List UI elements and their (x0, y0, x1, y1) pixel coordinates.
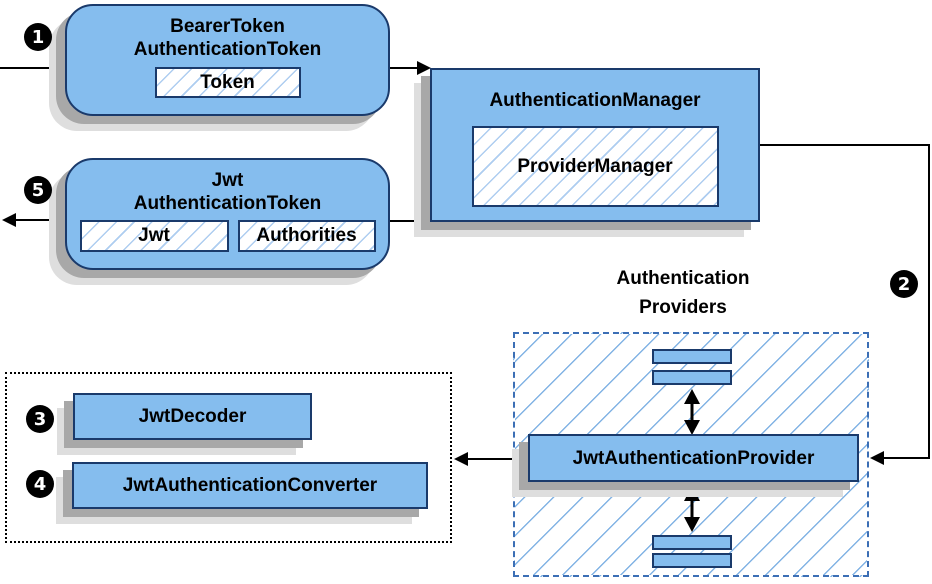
double-arrow-provider-top (684, 389, 700, 435)
provider-manager-field: ProviderManager (471, 126, 719, 207)
jwt-authentication-provider-box: JwtAuthenticationProvider (528, 434, 859, 482)
step-2-badge: 2 (890, 270, 918, 298)
bearer-token-authentication-token-box: BearerToken AuthenticationToken Token (65, 4, 390, 116)
jwt-decoder-title: JwtDecoder (138, 406, 247, 427)
step-5-badge: 5 (24, 176, 52, 204)
authorities-field: Authorities (237, 220, 376, 252)
bearer-token-title: BearerToken AuthenticationToken (133, 16, 322, 60)
token-field: Token (154, 67, 301, 98)
authentication-providers-label: Authentication Providers (616, 268, 750, 318)
jwt-decoder-box: JwtDecoder (73, 393, 312, 440)
jwt-authentication-converter-box: JwtAuthenticationConverter (72, 462, 428, 509)
arrow-provider-to-converter-group (454, 452, 515, 466)
step-1-badge: 1 (24, 23, 52, 51)
jwt-authentication-token-box: Jwt AuthenticationToken Jwt Authorities (65, 158, 390, 270)
provider-stack-bar (652, 553, 732, 568)
step-3-badge: 3 (26, 405, 54, 433)
step-4-badge: 4 (26, 470, 54, 498)
jwt-support-group-box (5, 372, 452, 543)
jwt-authentication-converter-title: JwtAuthenticationConverter (122, 475, 378, 496)
arrow-bearer-to-manager (390, 61, 431, 75)
authentication-manager-box: AuthenticationManager ProviderManager (430, 68, 760, 222)
provider-stack-bar (652, 535, 732, 550)
jwt-field: Jwt (79, 220, 229, 252)
arrow-manager-to-provider (760, 144, 930, 465)
double-arrow-provider-bottom (684, 486, 700, 532)
arrow-jwt-token-out (2, 213, 66, 227)
authentication-manager-title: AuthenticationManager (489, 90, 701, 111)
jwt-authentication-token-title: Jwt AuthenticationToken (133, 170, 322, 214)
provider-stack-bar (652, 349, 732, 364)
jwt-authentication-provider-title: JwtAuthenticationProvider (572, 447, 815, 469)
provider-stack-bar (652, 370, 732, 385)
